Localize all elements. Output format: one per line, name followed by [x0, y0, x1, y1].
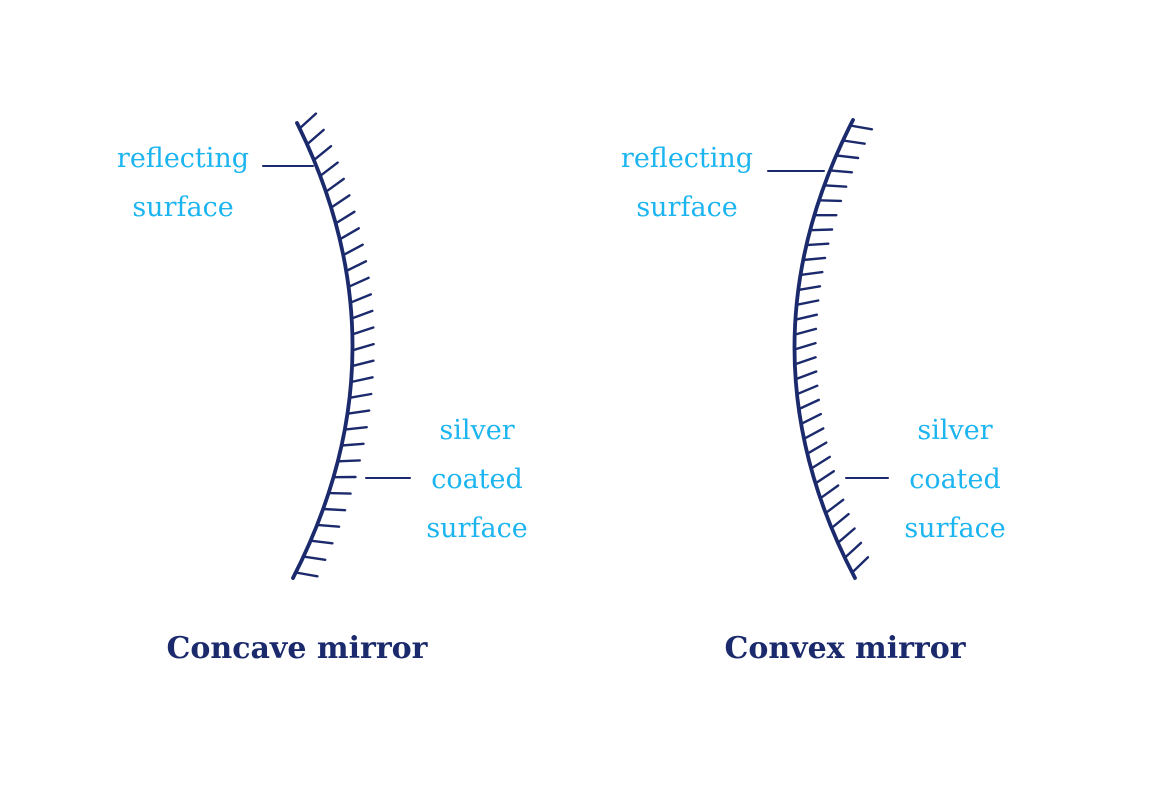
- label-line: surface: [904, 513, 1006, 544]
- hatch-mark: [334, 210, 356, 225]
- hatch-mark: [828, 169, 854, 174]
- hatch-mark: [294, 571, 319, 578]
- label-line: coated: [909, 464, 1001, 495]
- hatch-mark: [338, 227, 360, 241]
- hatch-mark: [350, 359, 375, 368]
- label-line: surface: [426, 513, 528, 544]
- convex-mirror-title: Convex mirror: [724, 631, 966, 666]
- hatch-mark: [802, 427, 825, 440]
- hatch-mark: [793, 327, 818, 336]
- reflecting-surface-label-convex: reflecting surface: [587, 134, 787, 232]
- hatch-mark: [346, 409, 371, 415]
- hatch-mark: [348, 392, 373, 399]
- hatch-mark: [851, 556, 870, 574]
- hatch-mark: [793, 356, 817, 366]
- hatch-mark: [819, 484, 840, 500]
- hatch-mark: [324, 177, 345, 194]
- hatch-mark: [794, 313, 818, 321]
- hatch-mark: [799, 270, 824, 277]
- silver-coated-surface-label-convex: silver coated surface: [855, 406, 1055, 553]
- concave-mirror-hatching: [294, 112, 375, 578]
- hatch-mark: [814, 470, 835, 485]
- convex-mirror-hatching: [793, 124, 874, 574]
- hatch-mark: [808, 228, 834, 232]
- hatch-mark: [347, 276, 370, 288]
- hatch-mark: [351, 326, 375, 336]
- hatch-mark: [327, 491, 352, 495]
- label-line: silver: [439, 415, 515, 446]
- hatch-mark: [809, 455, 831, 470]
- hatch-mark: [799, 412, 822, 426]
- hatch-mark: [835, 154, 860, 160]
- convex-mirror-curve: [792, 118, 857, 580]
- label-line: reflecting: [116, 143, 250, 174]
- hatch-mark: [302, 555, 327, 561]
- hatch-mark: [802, 256, 827, 262]
- hatch-mark: [309, 539, 334, 545]
- label-line: reflecting: [620, 143, 754, 174]
- label-line: coated: [431, 464, 523, 495]
- hatch-mark: [817, 199, 843, 203]
- hatch-mark: [329, 194, 351, 209]
- hatch-mark: [824, 498, 845, 515]
- hatch-mark: [806, 441, 828, 455]
- label-line: surface: [132, 192, 234, 223]
- hatch-mark: [316, 523, 341, 528]
- hatch-mark: [350, 309, 374, 320]
- hatch-mark: [342, 243, 364, 257]
- hatch-mark: [805, 242, 830, 247]
- hatch-mark: [843, 541, 863, 559]
- reflecting-surface-label-concave: reflecting surface: [83, 134, 283, 232]
- hatch-mark: [795, 299, 820, 306]
- hatch-mark: [351, 342, 375, 352]
- hatch-mark: [349, 376, 374, 384]
- hatch-mark: [349, 293, 372, 304]
- label-line: surface: [636, 192, 738, 223]
- hatch-mark: [797, 285, 822, 292]
- hatch-mark: [312, 144, 333, 162]
- silver-coated-surface-label-concave: silver coated surface: [377, 406, 577, 553]
- hatch-mark: [794, 370, 818, 381]
- hatch-mark: [322, 507, 347, 512]
- hatch-mark: [319, 161, 339, 178]
- hatch-mark: [343, 426, 368, 431]
- hatch-mark: [298, 112, 318, 130]
- hatch-mark: [797, 398, 820, 411]
- hatch-mark: [795, 384, 819, 396]
- diagram-strokes: [262, 112, 889, 580]
- hatch-mark: [841, 139, 866, 145]
- hatch-mark: [336, 459, 361, 463]
- hatch-mark: [830, 512, 850, 530]
- hatch-mark: [849, 124, 874, 131]
- hatch-mark: [793, 341, 817, 351]
- concave-mirror-title: Concave mirror: [166, 631, 428, 666]
- hatch-mark: [305, 128, 325, 146]
- hatch-mark: [823, 184, 848, 188]
- hatch-mark: [345, 260, 368, 273]
- hatch-mark: [340, 442, 365, 447]
- hatch-mark: [836, 527, 856, 544]
- label-line: silver: [917, 415, 993, 446]
